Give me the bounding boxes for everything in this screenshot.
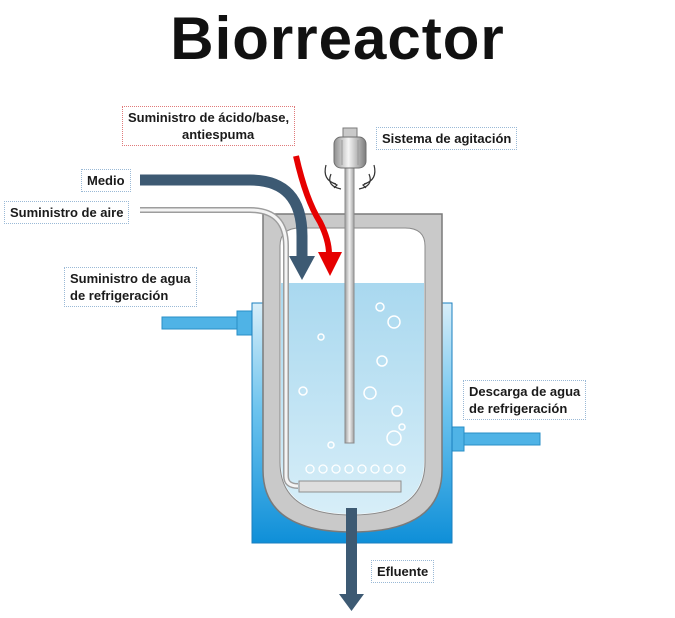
sparger-bubbles — [305, 464, 406, 474]
cooling-outlet-label-line2: de refrigeración — [469, 401, 568, 416]
acid-base-label: Suministro de ácido/base, antiespuma — [122, 106, 296, 146]
gas-bubbles — [298, 302, 406, 449]
acid-base-arrow — [293, 155, 342, 276]
cooling-outlet-pipe — [447, 426, 541, 452]
cooling-inlet-label: Suministro de agua de refrigeración — [64, 267, 197, 307]
agitation-label: Sistema de agitación — [376, 127, 518, 150]
agitator-shaft — [344, 167, 355, 444]
acid-base-label-line2: antiespuma — [182, 127, 255, 142]
cooling-outlet-label: Descarga de agua de refrigeración — [463, 380, 587, 420]
cooling-inlet-label-line2: de refrigeración — [70, 288, 169, 303]
medium-label-text: Medio — [87, 173, 125, 188]
effluent-label: Efluente — [371, 560, 435, 583]
rotation-arrows-icon — [324, 164, 376, 190]
diagram-title: Biorreactor — [170, 5, 505, 72]
agitation-label-text: Sistema de agitación — [382, 131, 512, 146]
medium-label: Medio — [81, 169, 131, 192]
sparger — [298, 480, 402, 493]
motor-icon — [333, 127, 367, 169]
air-label: Suministro de aire — [4, 201, 130, 224]
acid-base-label-line1: Suministro de ácido/base, — [128, 110, 290, 125]
cooling-inlet-label-line1: Suministro de agua — [70, 271, 191, 286]
cooling-inlet-pipe — [161, 310, 254, 336]
cooling-outlet-label-line1: Descarga de agua — [469, 384, 581, 399]
air-label-text: Suministro de aire — [10, 205, 124, 220]
effluent-label-text: Efluente — [377, 564, 429, 579]
effluent-arrow — [339, 508, 364, 611]
medium-arrow — [140, 174, 315, 280]
